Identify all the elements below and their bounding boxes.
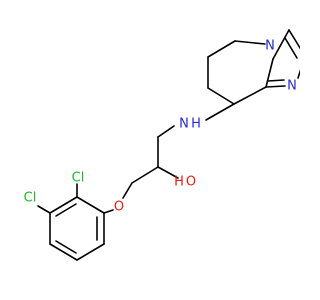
bond-c2-n1 xyxy=(297,69,300,79)
atom-labels: N N N H H O O Cl Cl xyxy=(24,39,297,215)
bond-c8-c8a xyxy=(233,86,267,105)
bond-choh-ch2o xyxy=(131,166,159,184)
atom-h-hydroxyl: H xyxy=(174,175,184,190)
atom-h-amine: H xyxy=(191,117,201,132)
atom-n-bridgehead: N xyxy=(265,39,275,54)
bond-ar4-ar5-double xyxy=(55,240,77,254)
bond-n1-c8a xyxy=(265,85,286,88)
bond-c8-nh xyxy=(205,103,235,121)
bond-c3-c2 xyxy=(288,29,300,50)
bond-c8a-n4 xyxy=(265,58,274,88)
bond-c3-c2-double xyxy=(284,37,298,59)
bond-nh-ch2 xyxy=(157,125,175,138)
bond-ar1-ar2 xyxy=(76,196,105,214)
atom-o-ether: O xyxy=(114,200,124,215)
atom-n-amine: N xyxy=(179,117,189,132)
atom-cl-3: Cl xyxy=(24,191,37,206)
chemical-structure-diagram: N N N H H O O Cl Cl xyxy=(24,29,300,261)
bond-ch2o-o xyxy=(122,182,133,199)
bond-ar3-cl xyxy=(37,205,51,214)
bond-ar5-ar6 xyxy=(76,243,105,261)
bond-c5-c6 xyxy=(207,40,236,58)
atom-cl-2: Cl xyxy=(72,171,85,186)
bond-n4-c3 xyxy=(272,29,290,60)
bond-n1-c8a-double xyxy=(267,79,285,82)
bond-n4-c5 xyxy=(234,40,266,45)
atom-o-hydroxyl: O xyxy=(186,175,196,190)
bond-ar2-ar3 xyxy=(49,196,78,214)
atom-n-imidazole: N xyxy=(287,79,297,94)
bond-choh-oh xyxy=(157,166,179,179)
bond-o-aryl xyxy=(103,209,114,214)
bond-c7-c8 xyxy=(207,87,235,105)
bond-ar2-ar3-double xyxy=(55,203,77,217)
bonds xyxy=(37,29,300,261)
bond-ar4-ar5 xyxy=(49,243,78,261)
